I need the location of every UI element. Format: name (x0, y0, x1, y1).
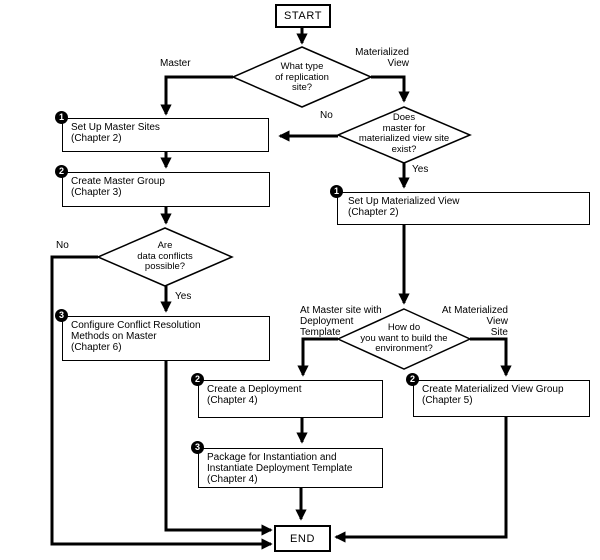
decision-how-build (336, 308, 472, 370)
edge-label-master: Master (160, 58, 191, 69)
decision-line: master for (382, 122, 426, 134)
step-badge: 3 (191, 441, 204, 454)
decision-line: environment? (375, 343, 433, 354)
decision-what-type-label: What type of replication site? (252, 61, 352, 94)
process-setup-materialized-view: 1 Set Up Materialized View (Chapter 2) (330, 185, 590, 225)
process-create-mv-group: 2 Create Materialized View Group (Chapte… (406, 373, 590, 417)
process-line: (Chapter 2) (71, 133, 122, 144)
edge-label-yes-conflicts: Yes (175, 291, 192, 302)
process-line: Configure Conflict Resolution (71, 320, 201, 331)
process-line: Create Materialized View Group (422, 384, 564, 395)
decision-line: exist? (391, 143, 417, 155)
decision-does-master-exist-label: Does master for materialized view site e… (344, 112, 464, 155)
decision-what-type (231, 46, 373, 108)
process-line: (Chapter 4) (207, 474, 258, 485)
decision-line: What type (280, 61, 324, 72)
decision-line: materialized view site (358, 133, 450, 144)
process-line: (Chapter 5) (422, 395, 473, 406)
edge-whattype-master (160, 75, 233, 116)
end-node: END (274, 525, 331, 552)
decision-line: Does (392, 112, 416, 123)
step-badge: 2 (55, 165, 68, 178)
process-package-instantiation: 3 Package for Instantiation and Instanti… (191, 441, 383, 488)
decision-line: possible? (144, 261, 186, 272)
decision-does-master-exist (336, 106, 472, 164)
process-create-deployment: 2 Create a Deployment (Chapter 4) (191, 373, 383, 418)
process-configure-conflict-resolution: 3 Configure Conflict Resolution Methods … (55, 309, 270, 361)
process-line: (Chapter 2) (348, 207, 399, 218)
edge-label-yes-master: Yes (412, 164, 429, 175)
step-badge: 3 (55, 309, 68, 322)
process-line: Instantiate Deployment Template (207, 463, 353, 474)
process-line: Package for Instantiation and (207, 452, 337, 463)
start-node: START (275, 4, 331, 28)
edge-label-line: At Materialized (441, 305, 508, 316)
decision-line: you want to build the (360, 332, 448, 344)
process-line: Set Up Materialized View (348, 196, 460, 207)
edge-whattype-mview (371, 75, 410, 103)
step-badge: 2 (406, 373, 419, 386)
decision-line: of replication (275, 71, 329, 83)
process-line: Methods on Master (71, 331, 157, 342)
edge-label-build-left: At Master site with Deployment Template (300, 305, 390, 338)
step-badge: 1 (55, 111, 68, 124)
decision-how-build-label: How do you want to build the environment… (344, 322, 464, 355)
edge-label-build-right: At Materialized View Site (438, 305, 508, 338)
decision-line: How do (387, 322, 421, 333)
decision-line: data conflicts (137, 250, 193, 262)
process-setup-master-sites: 1 Set Up Master Sites (Chapter 2) (55, 111, 269, 152)
edge-label-line: At Master site with (300, 305, 382, 316)
edge-howbuild-left (297, 337, 338, 377)
edge-label-materialized-view: Materialized View (339, 47, 409, 69)
edge-label-no-master: No (320, 110, 333, 121)
decision-line: Are (157, 240, 173, 251)
edge-label-line: View (387, 58, 410, 69)
edge-howbuild-right (470, 337, 512, 377)
edge-label-line: Site (490, 327, 508, 338)
process-line: (Chapter 6) (71, 342, 122, 353)
edge-label-line: Template (300, 327, 341, 338)
step-badge: 1 (330, 185, 343, 198)
process-line: (Chapter 3) (71, 187, 122, 198)
process-create-master-group: 2 Create Master Group (Chapter 3) (55, 165, 270, 207)
edge-label-line: View (486, 316, 509, 327)
edge-mvgroup-to-end (334, 417, 508, 543)
edge-label-line: Deployment (300, 316, 354, 327)
edge-configure-to-end (164, 361, 273, 536)
edge-conflicts-no-to-end (50, 255, 273, 550)
process-line: Create Master Group (71, 176, 165, 187)
decision-data-conflicts-label: Are data conflicts possible? (115, 240, 215, 273)
process-line: Set Up Master Sites (71, 122, 160, 133)
process-line: Create a Deployment (207, 384, 302, 395)
step-badge: 2 (191, 373, 204, 386)
process-line: (Chapter 4) (207, 395, 258, 406)
edge-label-line: Materialized (355, 47, 409, 58)
decision-data-conflicts (96, 227, 234, 287)
decision-line: site? (291, 82, 313, 93)
edge-label-no-conflicts: No (56, 240, 69, 251)
